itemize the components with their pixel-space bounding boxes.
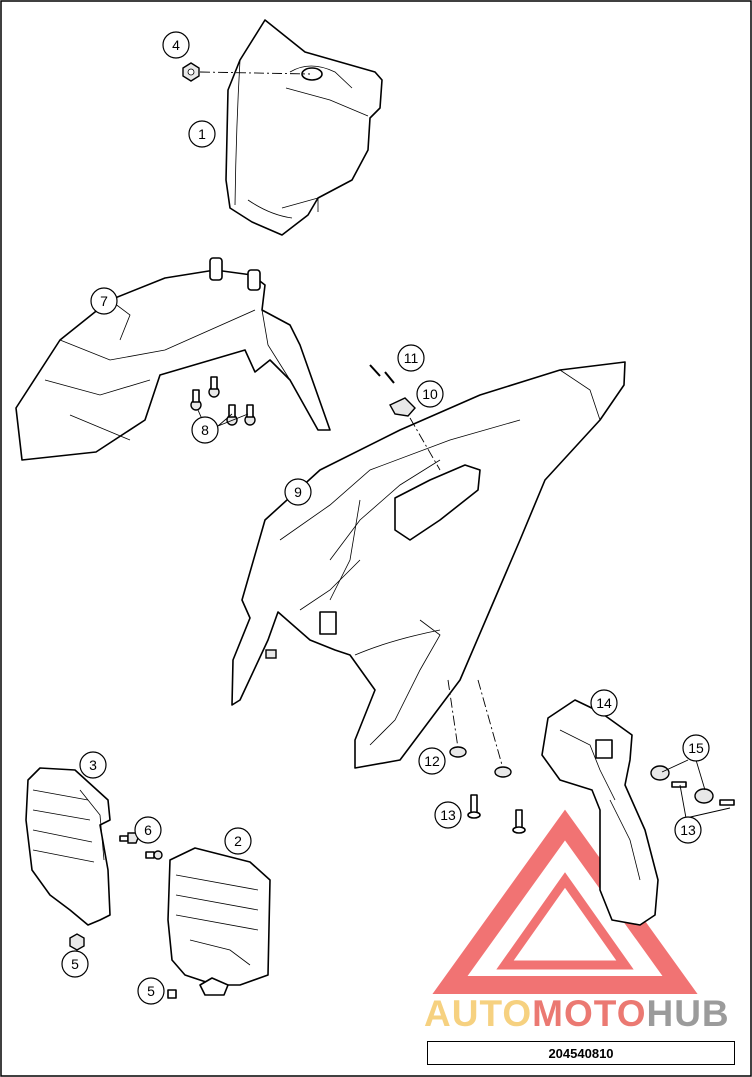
watermark-logo: AUTOMOTOHUB <box>424 809 730 1034</box>
nut-part-4[interactable] <box>182 62 200 82</box>
svg-text:6: 6 <box>144 822 152 838</box>
callout-5a: 5 <box>61 950 89 978</box>
leader-13b <box>679 784 731 819</box>
screw-part-6[interactable] <box>119 832 139 844</box>
callout-10: 10 <box>416 380 444 408</box>
svg-text:2: 2 <box>234 833 242 849</box>
screws-part-11[interactable] <box>369 364 395 384</box>
callout-13b: 13 <box>674 816 702 844</box>
callout-4: 4 <box>162 31 190 59</box>
callout-8: 8 <box>191 416 219 444</box>
leader-10 <box>409 417 441 471</box>
callout-13a: 13 <box>434 801 462 829</box>
callout-1: 1 <box>188 120 216 148</box>
rear-handle-part-14[interactable] <box>541 699 659 926</box>
callout-7: 7 <box>90 287 118 315</box>
nut-part-5b[interactable] <box>167 977 229 999</box>
svg-text:9: 9 <box>294 484 302 500</box>
svg-text:12: 12 <box>424 753 440 769</box>
leader-12 <box>447 679 503 766</box>
svg-text:5: 5 <box>147 983 155 999</box>
nut-part-5a[interactable] <box>69 933 85 951</box>
callout-3: 3 <box>79 751 107 779</box>
washers-part-12[interactable] <box>449 746 512 778</box>
callout-6: 6 <box>134 816 162 844</box>
radiator-shroud-part-2[interactable] <box>167 847 271 986</box>
svg-text:7: 7 <box>100 293 108 309</box>
callout-9: 9 <box>284 478 312 506</box>
callout-2: 2 <box>224 827 252 855</box>
clip-part-10[interactable] <box>389 397 416 417</box>
watermark-auto: AUTOMOTOHUB <box>424 993 730 1034</box>
svg-text:4: 4 <box>172 37 180 53</box>
callout-5b: 5 <box>137 977 165 1005</box>
svg-text:15: 15 <box>688 740 704 756</box>
callout-14: 14 <box>590 689 618 717</box>
callout-12: 12 <box>418 747 446 775</box>
screws-part-8[interactable] <box>190 376 256 426</box>
callout-11: 11 <box>397 344 425 372</box>
washers-part-15[interactable] <box>650 765 714 804</box>
screw-part-6b[interactable] <box>145 850 163 860</box>
svg-text:1: 1 <box>198 126 206 142</box>
callout-15: 15 <box>682 734 710 762</box>
number-plate-part-1[interactable] <box>225 19 383 236</box>
svg-text:13: 13 <box>680 822 696 838</box>
svg-text:8: 8 <box>201 422 209 438</box>
leader-15 <box>661 759 706 791</box>
svg-text:5: 5 <box>71 956 79 972</box>
svg-text:11: 11 <box>404 350 419 366</box>
screws-part-13[interactable] <box>467 794 526 834</box>
leader-4 <box>199 71 311 75</box>
svg-text:3: 3 <box>89 757 97 773</box>
drawing-number: 204540810 <box>427 1041 735 1065</box>
radiator-shroud-part-3[interactable] <box>25 767 111 926</box>
svg-text:14: 14 <box>596 695 612 711</box>
svg-text:10: 10 <box>422 386 438 402</box>
rear-fender-part-9[interactable] <box>231 361 626 769</box>
svg-text:13: 13 <box>440 807 456 823</box>
screws-part-13b[interactable] <box>671 781 735 806</box>
front-fender-part-7[interactable] <box>15 257 331 461</box>
